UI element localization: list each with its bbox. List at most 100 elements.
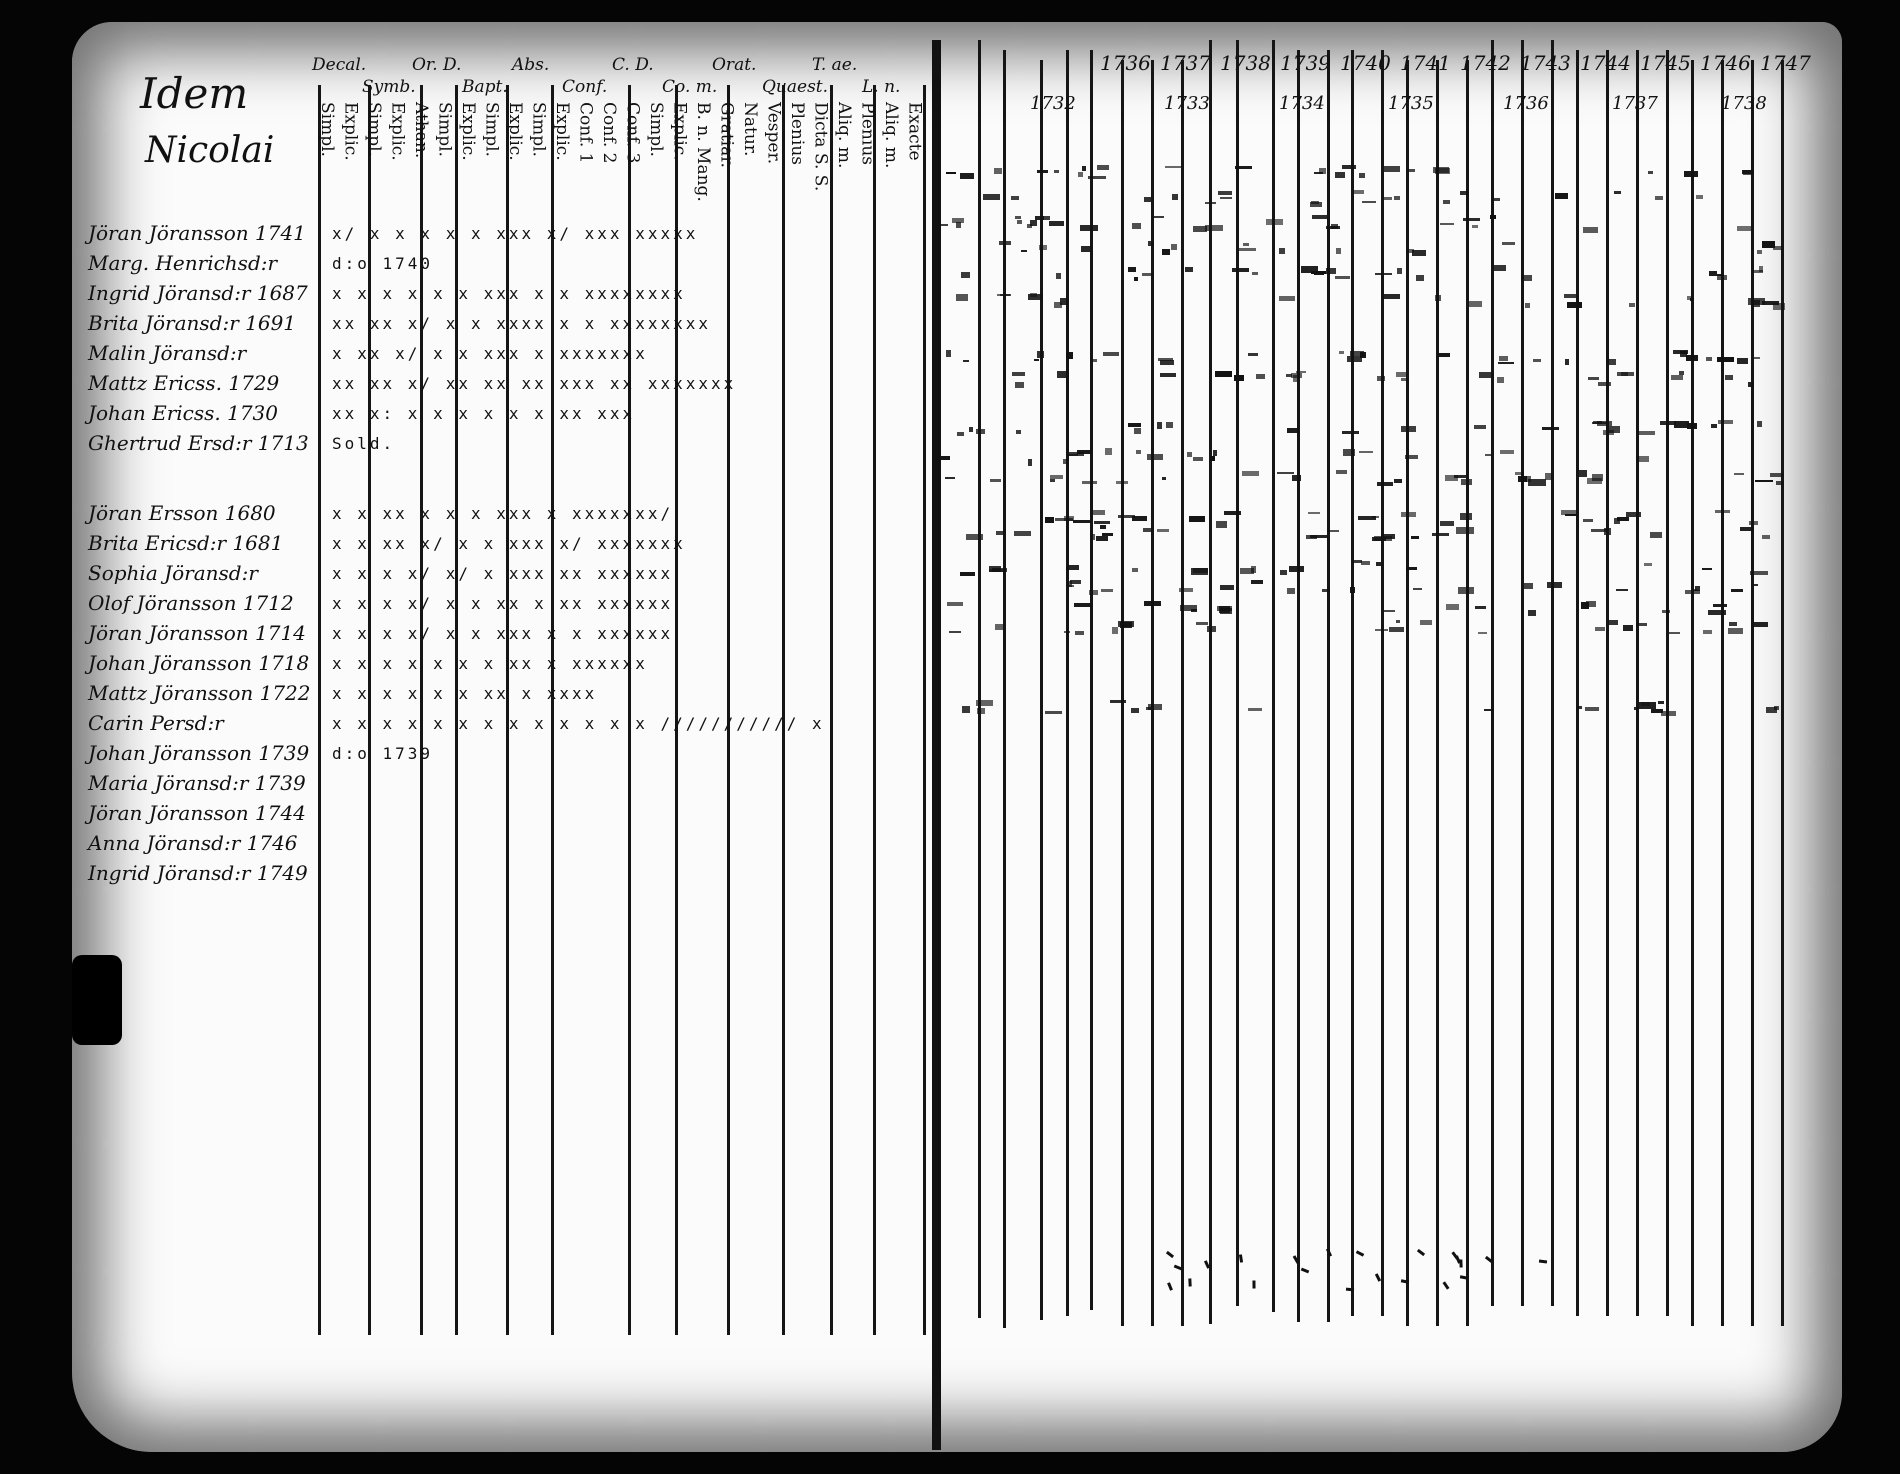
ink-entry	[1458, 587, 1475, 594]
ink-entry	[1311, 270, 1326, 275]
ink-entry	[1405, 455, 1418, 460]
ink-entry	[1335, 470, 1347, 474]
ink-entry	[1038, 244, 1047, 250]
ink-entry	[1485, 453, 1492, 456]
ink-entry	[1204, 201, 1216, 204]
column-rule	[1209, 40, 1212, 1324]
ink-entry	[1063, 459, 1068, 465]
ink-entry	[1603, 430, 1614, 436]
sub-column-header: B. n. Mang.	[693, 102, 713, 202]
ink-entry	[1242, 242, 1249, 246]
ink-entry	[1628, 303, 1636, 307]
ink-entry	[1359, 451, 1374, 454]
ink-entry	[1026, 224, 1032, 229]
ink-entry	[944, 476, 956, 480]
ink-entry	[1279, 247, 1286, 255]
ink-entry	[1060, 298, 1069, 305]
ink-entry	[1068, 584, 1074, 588]
examination-marks: x xx x/ x x xxx x xxxxxxx	[332, 344, 648, 363]
sub-column-header: Athan.	[411, 102, 431, 159]
ink-entry	[1251, 566, 1257, 573]
ink-entry	[1383, 166, 1401, 172]
ink-entry	[1468, 301, 1483, 307]
column-group-header: Or. D.	[412, 55, 462, 75]
ink-entry	[1546, 581, 1562, 589]
year-header: 1739	[1280, 51, 1331, 75]
ink-entry	[1239, 247, 1256, 251]
ink-entry	[962, 359, 970, 363]
column-rule	[782, 85, 785, 1335]
ink-entry	[1073, 519, 1091, 523]
ink-entry	[1286, 587, 1296, 595]
ink-entry	[1544, 473, 1553, 481]
sub-column-header: Dicta S. S.	[810, 102, 831, 192]
column-rule	[368, 85, 371, 1335]
ink-entry	[1383, 294, 1401, 300]
ink-entry	[1772, 245, 1783, 250]
ink-entry	[1515, 471, 1524, 476]
year-header: 1740	[1340, 51, 1391, 75]
examination-marks: x x x x x x xx x xxxx	[332, 684, 598, 703]
ink-entry	[1753, 299, 1761, 307]
sub-column-header: Natur.	[740, 102, 760, 157]
ink-entry	[1654, 196, 1663, 201]
ink-entry	[1459, 512, 1473, 520]
ink-entry	[1672, 350, 1689, 354]
ink-entry	[1011, 195, 1019, 200]
ink-entry	[1592, 421, 1603, 424]
ink-entry	[1405, 168, 1415, 172]
examination-marks: x x xx x/ x x xxx x/ xxxxxxx	[332, 534, 686, 553]
ink-entry	[1101, 588, 1114, 593]
ink-entry	[947, 601, 964, 606]
ink-entry	[1668, 631, 1680, 635]
ink-entry	[1740, 526, 1755, 532]
ink-entry	[1493, 265, 1506, 271]
ink-entry	[989, 479, 1002, 482]
ink-entry	[1377, 481, 1394, 486]
ink-entry	[1742, 170, 1754, 175]
ink-entry	[1069, 580, 1082, 585]
ink-entry	[1524, 302, 1530, 308]
sub-column-header: Exacte	[904, 102, 925, 161]
person-name: Jöran Jöransson 1741	[88, 221, 306, 245]
ink-entry	[1338, 350, 1345, 354]
ink-entry	[1050, 474, 1063, 479]
ink-entry	[1092, 359, 1098, 362]
ink-entry	[1687, 296, 1693, 301]
sub-column-header: Plenius	[857, 102, 878, 165]
ink-entry	[1346, 1287, 1355, 1292]
ink-entry	[1528, 609, 1537, 616]
column-rule	[923, 85, 926, 1335]
ink-entry	[1626, 512, 1642, 517]
ink-entry	[1065, 565, 1079, 571]
year-header: 1747	[1760, 51, 1811, 75]
ink-entry	[1030, 293, 1038, 297]
ink-entry	[1015, 381, 1025, 389]
ink-entry	[1156, 422, 1162, 429]
ink-entry	[1235, 165, 1253, 170]
ink-entry	[1753, 583, 1758, 587]
ink-entry	[1094, 521, 1110, 524]
ink-entry	[1637, 431, 1656, 436]
ink-entry	[1034, 216, 1045, 220]
column-rule	[873, 85, 876, 1335]
person-name: Olof Jöransson 1712	[88, 591, 294, 615]
ink-entry	[1756, 420, 1762, 428]
column-group-header: C. D.	[612, 55, 654, 75]
ink-entry	[1064, 630, 1071, 634]
ink-entry	[1342, 449, 1355, 456]
person-name: Ingrid Jöransd:r 1687	[88, 281, 308, 305]
examination-marks: x x x x/ x x xx x xx xxxxxx	[332, 594, 674, 613]
ink-entry	[1636, 455, 1650, 462]
examination-marks: x x x x x x xxx x x xxxxxxxx	[332, 284, 686, 303]
ink-entry	[1166, 421, 1173, 429]
ink-entry	[1528, 479, 1546, 486]
ink-entry	[1694, 585, 1700, 591]
column-rule	[506, 85, 509, 1335]
ink-entry	[1148, 703, 1162, 710]
ink-entry	[1341, 430, 1360, 435]
ink-entry	[1027, 459, 1032, 466]
ink-entry	[1533, 358, 1542, 363]
ink-entry	[1555, 192, 1569, 200]
ink-entry	[1309, 201, 1322, 207]
